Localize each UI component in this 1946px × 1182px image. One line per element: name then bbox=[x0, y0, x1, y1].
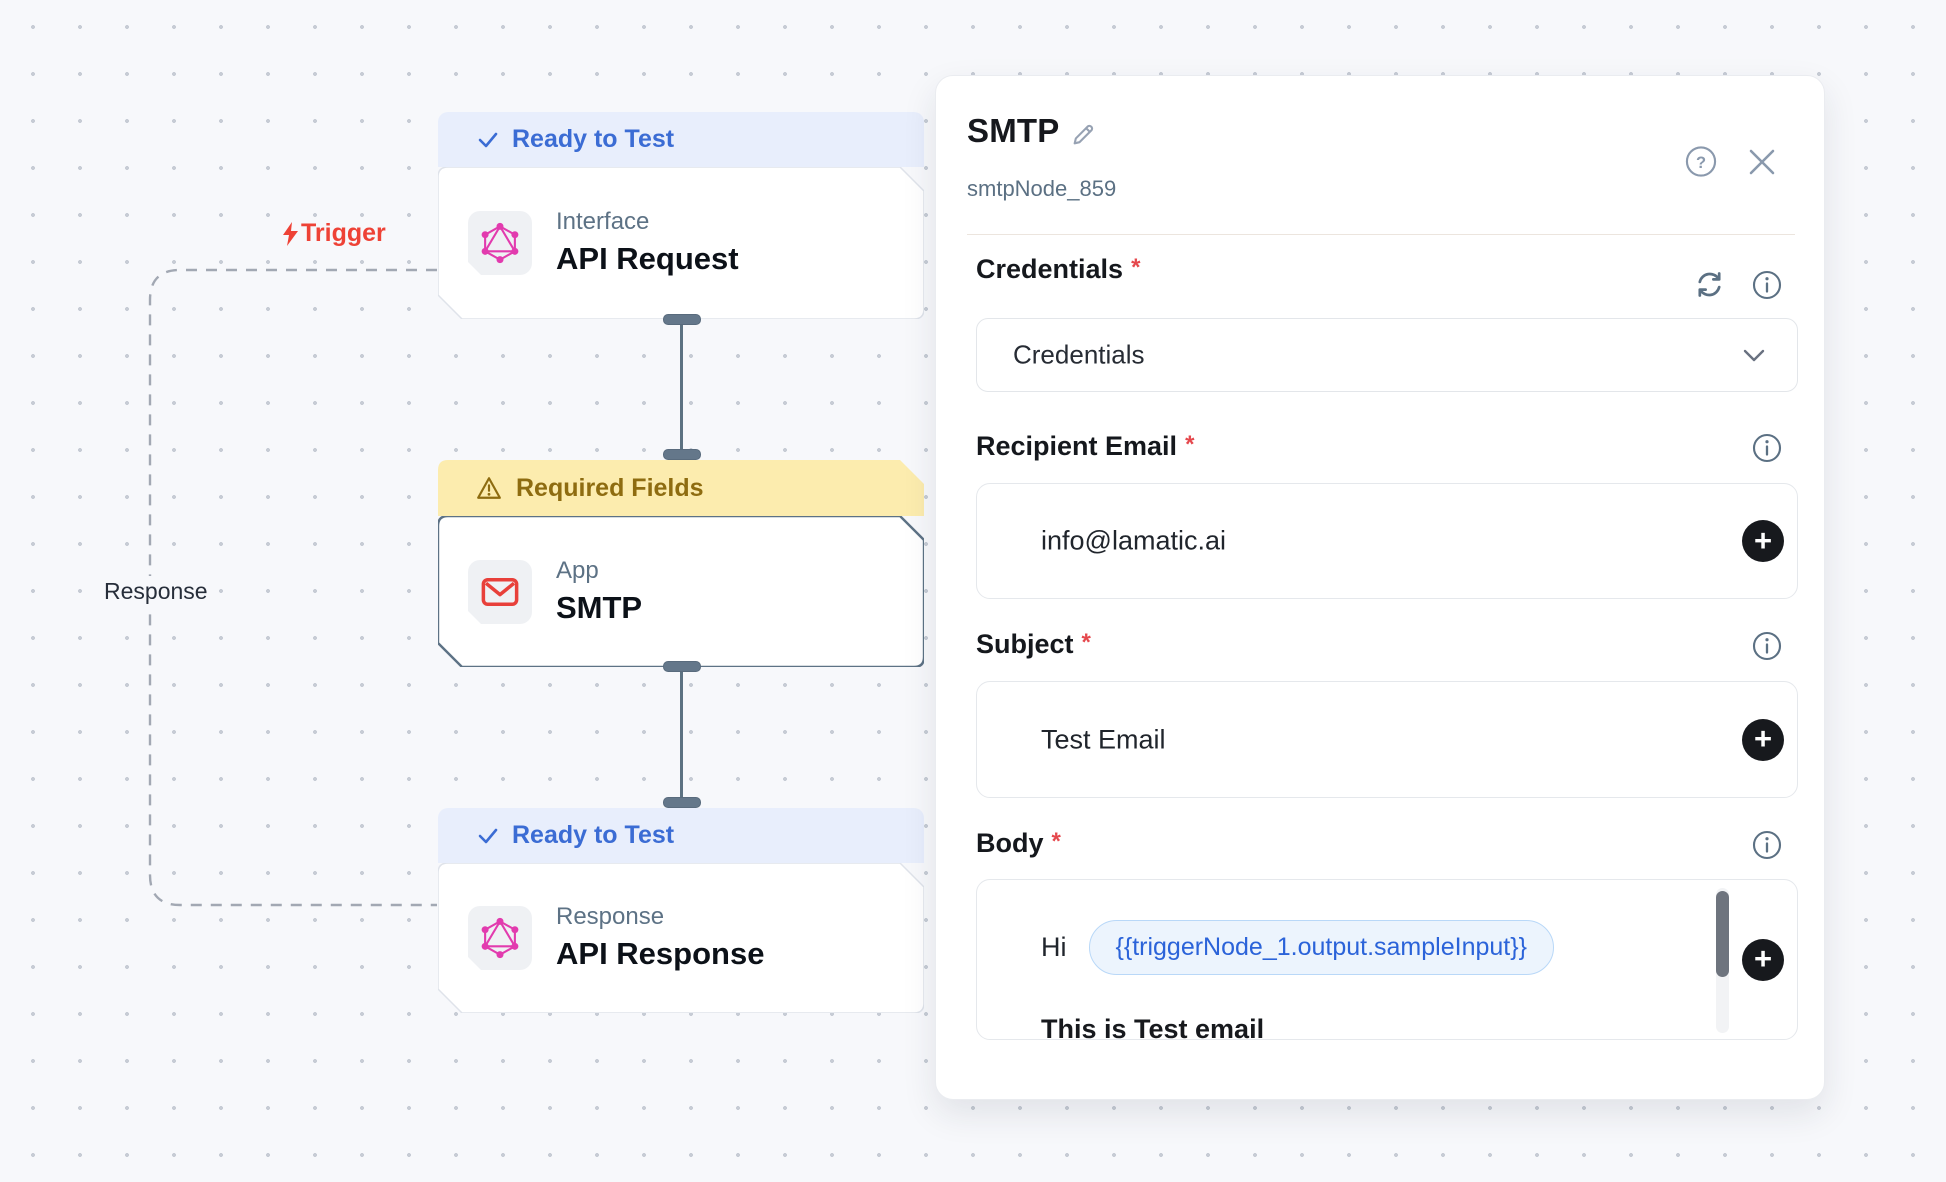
node-title: API Response bbox=[556, 936, 765, 971]
node-icon-tile bbox=[467, 559, 532, 625]
close-icon bbox=[1749, 149, 1775, 175]
connector-handle[interactable] bbox=[663, 797, 701, 808]
graphql-icon bbox=[481, 222, 519, 264]
connector-handle[interactable] bbox=[663, 661, 701, 672]
panel-title: SMTP bbox=[967, 112, 1060, 149]
body-text-clipped: This is Test email bbox=[1041, 1014, 1265, 1040]
node-icon-tile bbox=[467, 906, 532, 971]
node-status-badge: Ready to Test bbox=[438, 112, 924, 167]
info-icon bbox=[1752, 631, 1782, 661]
body-editor[interactable]: Hi {{triggerNode_1.output.sampleInput}} … bbox=[976, 879, 1798, 1040]
body-text: Hi bbox=[1041, 932, 1067, 962]
node-card[interactable]: Interface API Request bbox=[438, 167, 924, 319]
lightning-icon bbox=[283, 221, 298, 246]
node-api-request[interactable]: Ready to Test bbox=[438, 112, 924, 319]
node-config-panel: SMTP ? smtpNode_859 Credentials* bbox=[935, 75, 1825, 1100]
body-info-button[interactable] bbox=[1751, 829, 1783, 861]
credentials-select[interactable]: Credentials bbox=[976, 318, 1798, 392]
node-card[interactable]: Response API Response bbox=[438, 863, 924, 1013]
add-variable-button[interactable]: + bbox=[1742, 938, 1784, 981]
credentials-label: Credentials* bbox=[976, 254, 1141, 284]
email-icon bbox=[481, 577, 519, 606]
node-status-badge: Ready to Test bbox=[438, 808, 924, 863]
help-icon: ? bbox=[1685, 145, 1717, 177]
help-button[interactable]: ? bbox=[1685, 145, 1717, 177]
info-icon bbox=[1752, 433, 1782, 463]
connector-line bbox=[680, 667, 683, 805]
node-warning-badge: Required Fields bbox=[438, 460, 924, 516]
pencil-icon bbox=[1073, 124, 1094, 145]
node-smtp[interactable]: Required Fields App SMTP bbox=[438, 460, 924, 667]
chevron-down-icon bbox=[1743, 349, 1765, 362]
node-category: App bbox=[556, 556, 599, 584]
body-scrollbar-thumb[interactable] bbox=[1716, 891, 1729, 977]
panel-node-id: smtpNode_859 bbox=[967, 176, 1117, 201]
connector-line bbox=[680, 320, 683, 458]
node-api-response[interactable]: Ready to Test bbox=[438, 808, 924, 1013]
recipient-email-input[interactable]: info@lamatic.ai + bbox=[976, 483, 1798, 599]
add-variable-button[interactable]: + bbox=[1742, 718, 1784, 761]
node-icon-tile bbox=[467, 211, 532, 276]
credentials-info-button[interactable] bbox=[1751, 269, 1783, 301]
add-variable-button[interactable]: + bbox=[1742, 520, 1784, 562]
graphql-icon bbox=[481, 917, 519, 959]
node-title: SMTP bbox=[556, 589, 643, 625]
info-icon bbox=[1752, 270, 1782, 300]
trigger-label: Trigger bbox=[282, 219, 386, 248]
variable-pill[interactable]: {{triggerNode_1.output.sampleInput}} bbox=[1088, 920, 1554, 975]
recipient-info-button[interactable] bbox=[1751, 432, 1783, 464]
svg-text:?: ? bbox=[1696, 153, 1706, 171]
refresh-credentials-button[interactable] bbox=[1693, 268, 1725, 300]
node-title: API Request bbox=[556, 241, 739, 276]
node-category: Interface bbox=[556, 208, 650, 235]
node-category: Response bbox=[556, 903, 665, 930]
check-icon bbox=[478, 132, 498, 147]
response-label: Response bbox=[96, 576, 216, 607]
subject-info-button[interactable] bbox=[1751, 630, 1783, 662]
recipient-label: Recipient Email* bbox=[976, 431, 1195, 461]
subject-input[interactable]: Test Email + bbox=[976, 681, 1798, 798]
body-scrollbar[interactable] bbox=[1716, 888, 1729, 1033]
warning-icon bbox=[477, 477, 501, 499]
node-card-selected[interactable]: App SMTP bbox=[438, 516, 924, 667]
connector-handle[interactable] bbox=[663, 314, 701, 325]
edit-title-button[interactable] bbox=[1068, 118, 1100, 150]
refresh-icon bbox=[1697, 271, 1721, 297]
check-icon bbox=[478, 828, 498, 843]
divider bbox=[967, 234, 1795, 235]
connector-handle[interactable] bbox=[663, 449, 701, 460]
body-label: Body* bbox=[976, 828, 1061, 858]
close-button[interactable] bbox=[1746, 146, 1778, 178]
info-icon bbox=[1752, 830, 1782, 860]
subject-label: Subject* bbox=[976, 629, 1091, 659]
